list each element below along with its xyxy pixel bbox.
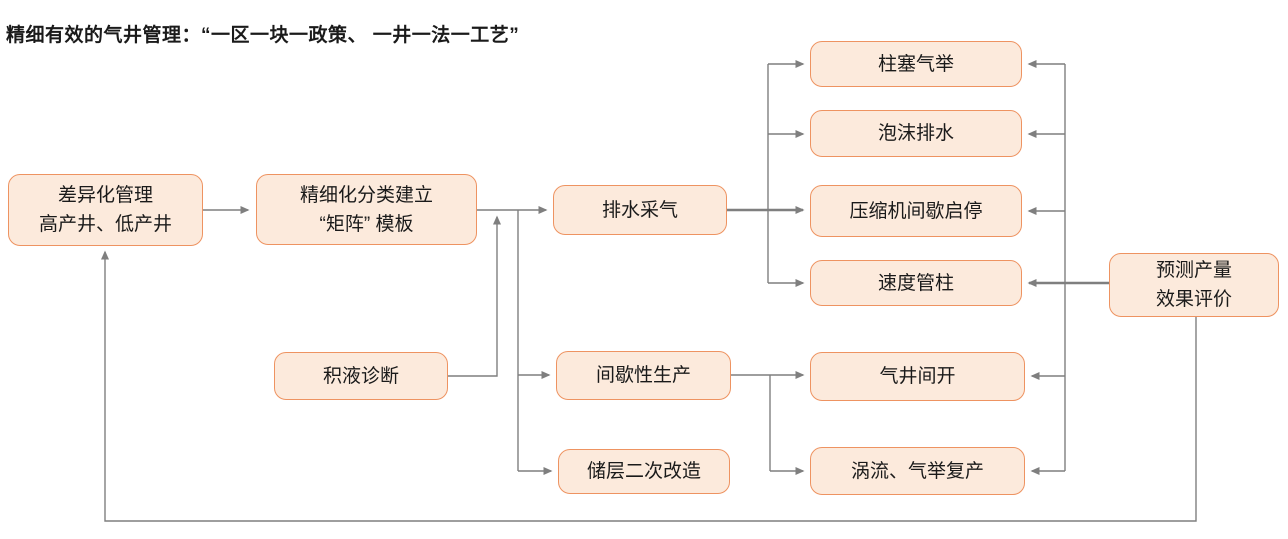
node-differentiated-management: 差异化管理 高产井、低产井 bbox=[8, 174, 203, 246]
node-plunger-gas-lift: 柱塞气举 bbox=[810, 41, 1022, 87]
node-gas-well-intermittent-opening: 气井间开 bbox=[810, 352, 1025, 401]
diagram-title: 精细有效的气井管理：“一区一块一政策、 一井一法一工艺” bbox=[6, 25, 520, 46]
node-foam-drainage: 泡沫排水 bbox=[810, 110, 1022, 157]
node-vortex-gas-lift-resumption: 涡流、气举复产 bbox=[810, 447, 1025, 495]
node-compressor-intermittent-startstop: 压缩机间歇启停 bbox=[810, 185, 1022, 237]
node-refined-classification-matrix: 精细化分类建立 “矩阵” 模板 bbox=[256, 174, 477, 245]
node-velocity-string: 速度管柱 bbox=[810, 260, 1022, 306]
node-intermittent-production: 间歇性生产 bbox=[556, 351, 731, 400]
node-drainage-gas-recovery: 排水采气 bbox=[553, 185, 727, 235]
node-reservoir-restimulation: 储层二次改造 bbox=[558, 449, 730, 494]
node-liquid-loading-diagnosis: 积液诊断 bbox=[274, 352, 448, 400]
node-prediction-evaluation: 预测产量 效果评价 bbox=[1109, 253, 1279, 317]
